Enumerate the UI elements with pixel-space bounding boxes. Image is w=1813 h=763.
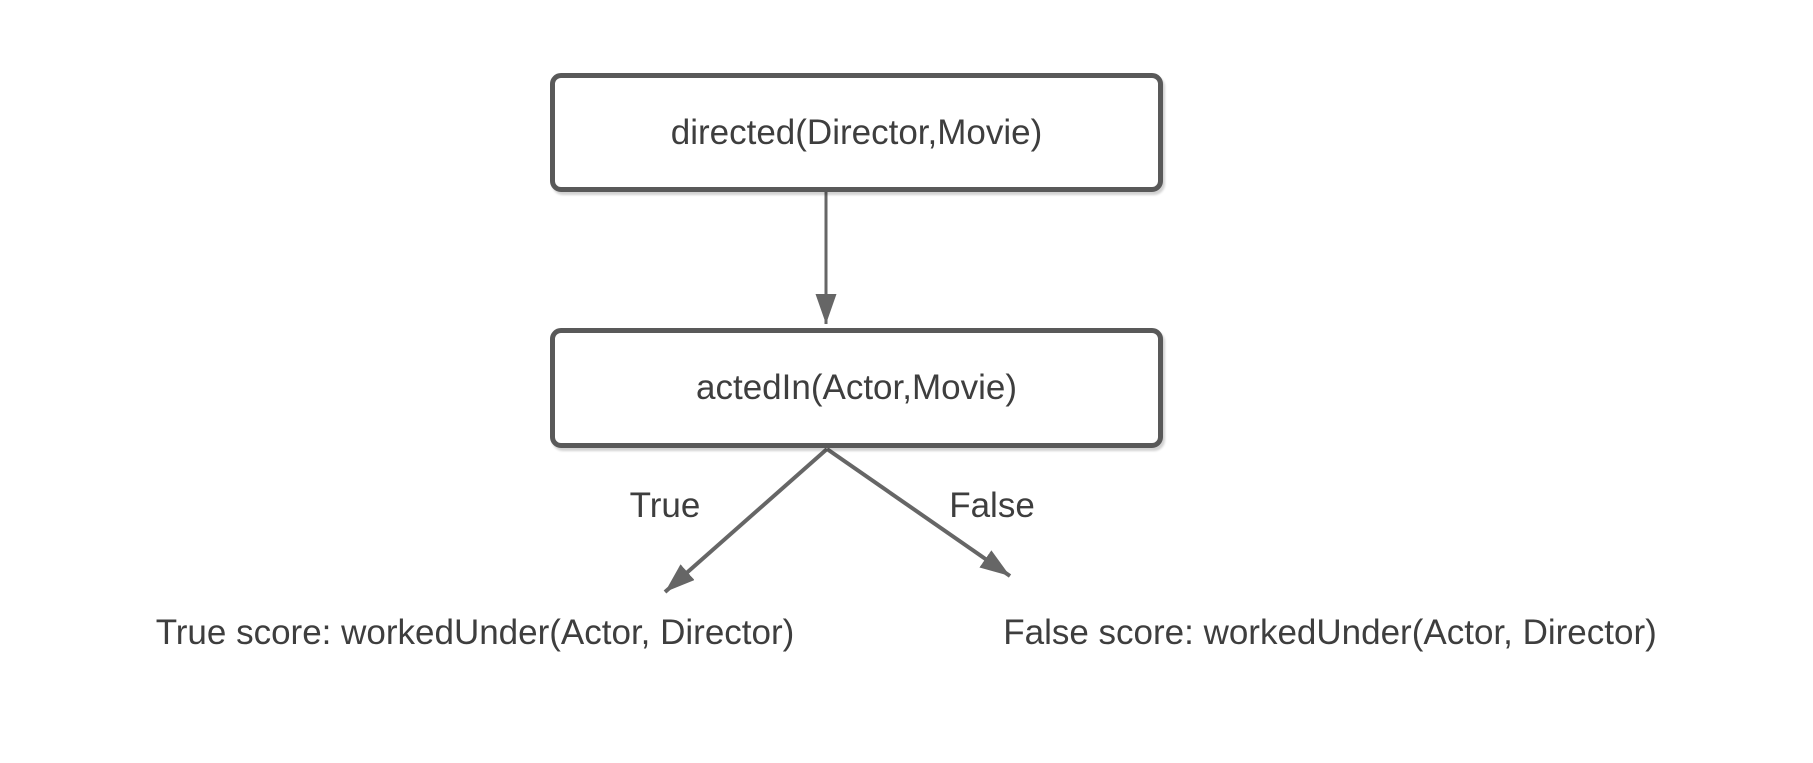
leaf-true-score: True score: workedUnder(Actor, Director): [155, 613, 795, 652]
node-actedin-label: actedIn(Actor,Movie): [696, 368, 1017, 407]
node-actedin: actedIn(Actor,Movie): [550, 328, 1163, 448]
node-directed-label: directed(Director,Movie): [670, 112, 1043, 152]
leaf-false-score: False score: workedUnder(Actor, Director…: [1003, 613, 1657, 652]
node-directed: directed(Director,Movie): [550, 73, 1163, 192]
edge-label-false: False: [949, 486, 1035, 525]
edge-label-true: True: [629, 486, 701, 525]
